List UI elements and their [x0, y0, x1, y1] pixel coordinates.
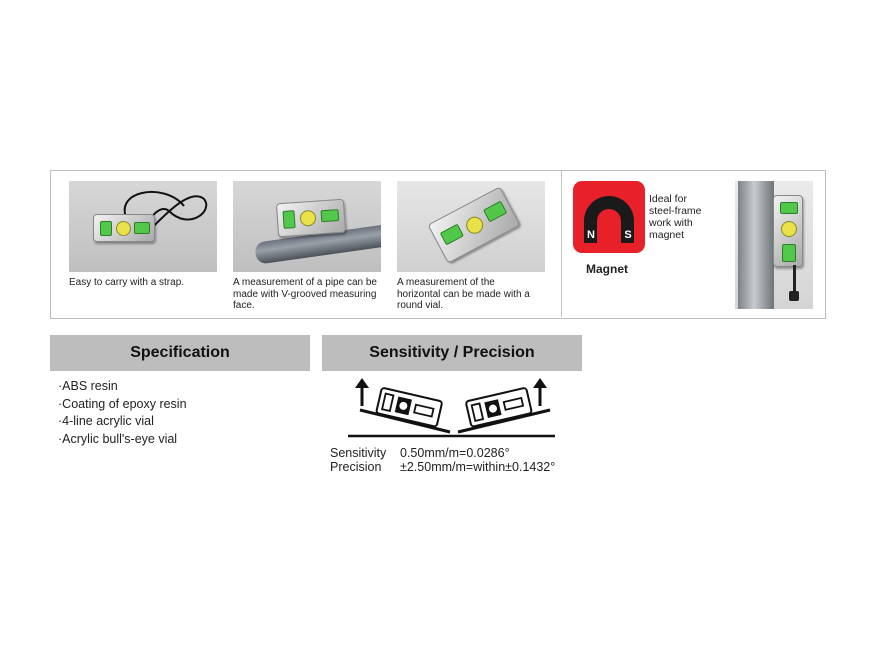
specification-list: ·ABS resin ·Coating of epoxy resin ·4-li… — [58, 378, 187, 448]
feature-panel: Easy to carry with a strap. A measuremen… — [50, 170, 826, 319]
spec-item: ·ABS resin — [58, 379, 118, 393]
strap-cord-icon — [793, 265, 796, 295]
tilt-diagram — [348, 378, 555, 438]
magnet-north-label: N — [587, 229, 595, 241]
bullseye-vial-icon — [463, 213, 487, 237]
tilted-level-icon — [465, 387, 533, 428]
horizontal-photo — [397, 181, 545, 272]
precision-row: Precision ±2.50mm/m=within±0.1432° — [330, 459, 556, 475]
sensitivity-header: Sensitivity / Precision — [322, 335, 582, 371]
bullseye-vial-icon — [299, 209, 317, 227]
steel-pole-icon — [738, 181, 774, 309]
spec-item: ·Acrylic bull's-eye vial — [58, 431, 178, 446]
vial-icon — [483, 200, 508, 223]
vial-icon — [320, 209, 340, 223]
vial-icon — [780, 202, 798, 214]
up-arrow-icon — [355, 378, 369, 406]
up-arrow-icon — [533, 378, 547, 406]
sensitivity-row: Sensitivity 0.50mm/m=0.0286° — [330, 446, 555, 461]
pipe-caption: A measurement of a pipe can be made with… — [233, 277, 377, 311]
precision-value: ±2.50mm/m=within±0.1432° — [400, 459, 556, 474]
bullseye-vial-icon — [781, 221, 797, 237]
magnet-south-label: S — [624, 229, 632, 241]
spec-item: ·Coating of epoxy resin — [58, 396, 187, 411]
magnet-description: Ideal for steel-frame work with magnet — [649, 193, 702, 241]
level-device — [93, 214, 155, 242]
specification-header: Specification — [50, 335, 310, 371]
vial-icon — [282, 210, 296, 229]
sensitivity-value: 0.50mm/m=0.0286° — [400, 446, 510, 460]
lanyard-strap-icon — [123, 191, 208, 242]
vial-icon — [100, 221, 112, 236]
divider — [561, 171, 562, 317]
vial-icon — [782, 244, 796, 262]
strap-caption: Easy to carry with a strap. — [69, 277, 185, 288]
steel-frame-photo — [735, 181, 813, 309]
tilted-level-icon — [375, 387, 443, 428]
horizontal-caption: A measurement of the horizontal can be m… — [397, 277, 530, 311]
vial-icon — [439, 223, 464, 246]
level-device — [427, 186, 521, 264]
magnet-label: Magnet — [586, 262, 628, 276]
vial-icon — [134, 222, 150, 234]
bullseye-vial-icon — [116, 221, 131, 236]
spec-item: ·4-line acrylic vial — [58, 414, 154, 428]
precision-label: Precision — [330, 459, 382, 474]
level-device — [773, 195, 803, 267]
magnet-icon: N S — [573, 181, 645, 253]
strap-clip-icon — [789, 291, 799, 301]
pipe-photo — [233, 181, 381, 272]
sensitivity-label: Sensitivity — [330, 446, 387, 460]
level-device — [275, 198, 347, 238]
strap-photo — [69, 181, 217, 272]
sensitivity-values: Sensitivity 0.50mm/m=0.0286° Precision ±2.… — [330, 446, 556, 475]
